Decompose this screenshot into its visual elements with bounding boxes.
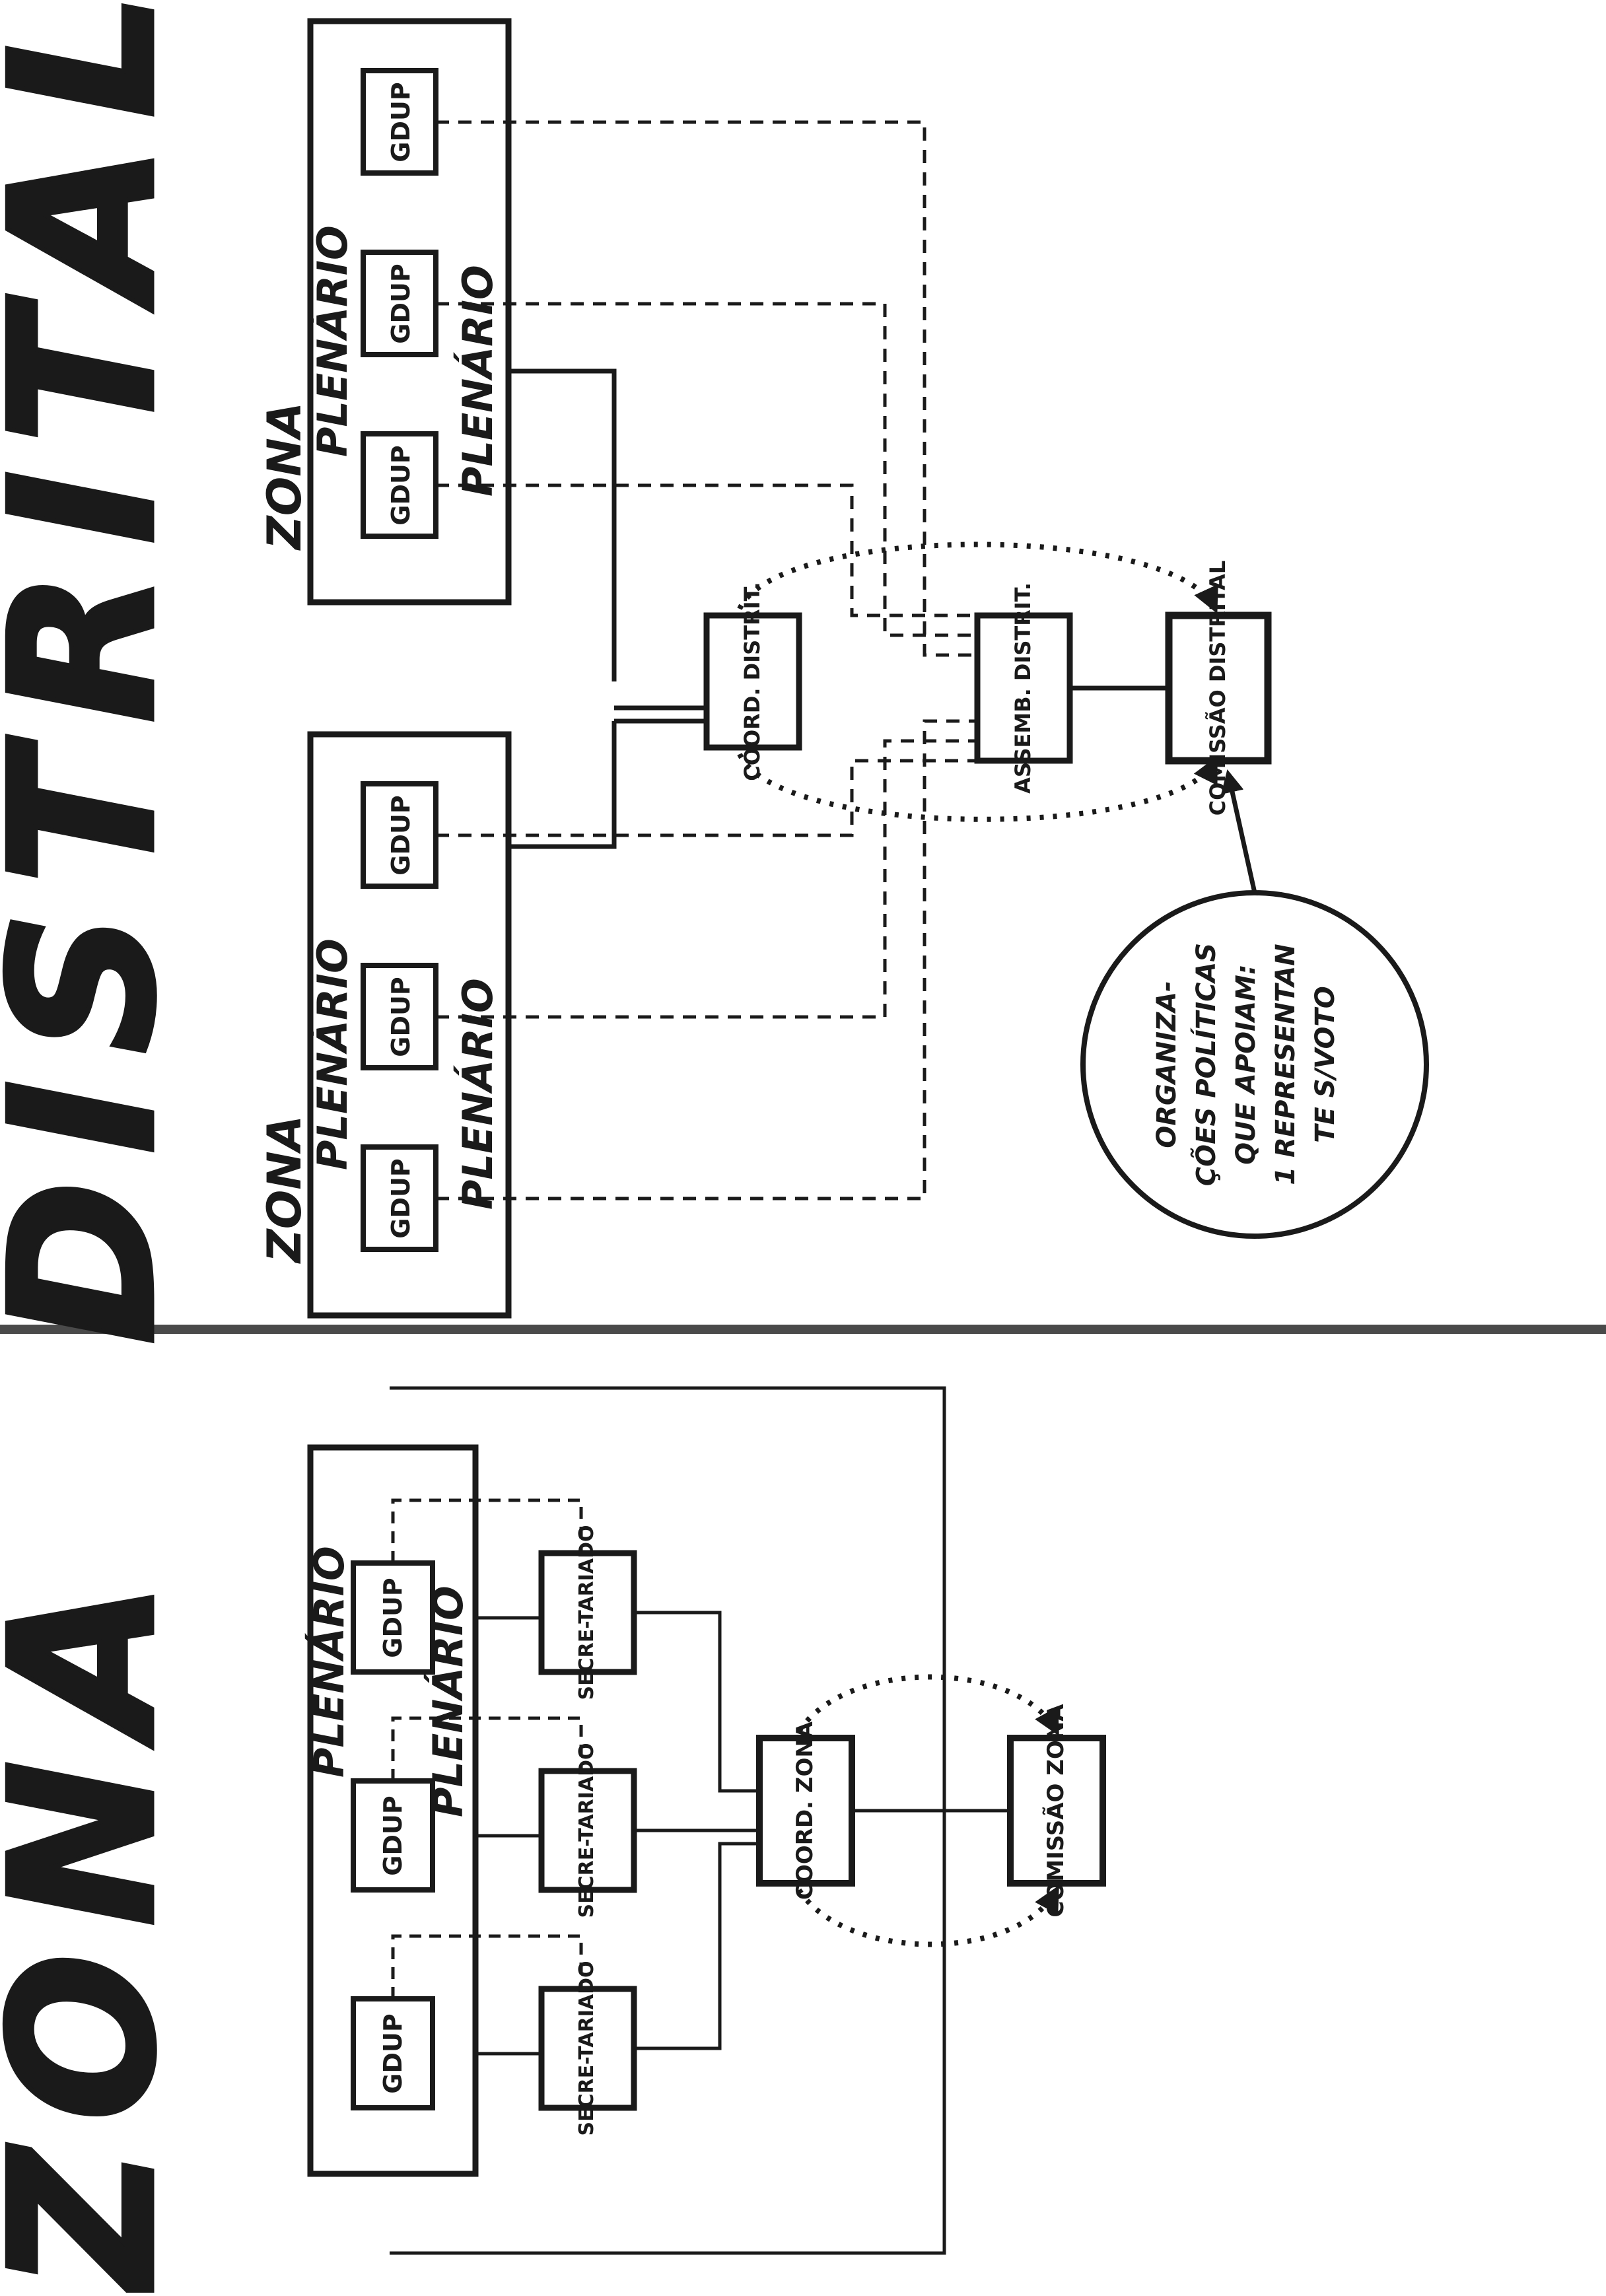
distrital-zona-left-box <box>307 731 512 1319</box>
distrital-dashed-gdup-left-3 <box>436 759 977 837</box>
distrital-zona-right-box <box>307 18 512 606</box>
distrital-zona-right-gdup-3-label: GDUP <box>386 82 415 162</box>
distrital-dotted-loop-right <box>737 541 1218 614</box>
distrital-zona-right-label: ZONA <box>258 402 312 551</box>
distrital-link-left-plenario <box>508 721 617 849</box>
zona-secretariado-2-label: SECRE-TARIADO <box>575 1743 598 1918</box>
zona-dotted-loop-left <box>796 1885 1059 1947</box>
distrital-assemb-label: ASSEMB. DISTRIT. <box>1010 582 1035 794</box>
distrital-zona-left-plenario-bottom: PLENÁRIO <box>454 978 502 1210</box>
zona-dashed-3 <box>391 1498 583 1563</box>
zona-comissao-label: COMISSÃO ZONA <box>1042 1704 1069 1918</box>
zona-dashed-2 <box>391 1716 583 1781</box>
distrital-dashed-gdup-right-2 <box>436 302 977 637</box>
distrital-dotted-loop-left <box>737 753 1218 822</box>
distrital-zona-left-label: ZONA <box>258 1115 312 1264</box>
circle-to-comissao-arrow <box>1220 769 1257 893</box>
distrital-zona-left-gdup-1-label: GDUP <box>386 1158 415 1238</box>
circle-note-line-4: 1 REPRESENTAN <box>1271 944 1301 1185</box>
circle-note-line-5: TE S/VOTO <box>1310 986 1341 1143</box>
zona-section: ZONA PLENÁRIO PLENÁRIO GDUP GDUP GDUP SE… <box>0 1386 1106 2296</box>
distrital-coord-label: COORD. DISTRIT. <box>740 582 765 781</box>
zona-coord-label: COORD. ZONA <box>792 1721 818 1900</box>
distrital-zona-right-gdup-2-label: GDUP <box>386 263 415 343</box>
zona-title: ZONA <box>0 1554 199 2293</box>
distrital-zona-left-plenario-top: PLENÁRIO <box>308 938 357 1170</box>
zona-outer-frame <box>390 1386 946 2255</box>
distrital-zona-left-gdup-2-label: GDUP <box>386 977 415 1057</box>
zona-gdup-1-label: GDUP <box>378 2013 407 2093</box>
zona-dotted-loop-right <box>796 1674 1059 1737</box>
zona-link-sec1-coord <box>634 1842 759 2050</box>
circle-note-line-2: ÇÕES POLÍTICAS <box>1190 943 1222 1186</box>
zona-gdup-2-label: GDUP <box>378 1795 407 1875</box>
distrital-coord-box <box>703 612 802 751</box>
distrital-zona-left-gdup-3-label: GDUP <box>386 795 415 875</box>
distrital-comissao-label: COMISSÃO DISTRITAL <box>1205 561 1230 816</box>
distrital-dashed-gdup-left-2 <box>436 739 977 1019</box>
distrital-dashed-gdup-right-3 <box>436 120 977 657</box>
distrital-dashed-gdup-right-1 <box>436 483 977 617</box>
zona-plenario-box <box>307 1444 479 2177</box>
zona-secretariado-3-label: SECRE-TARIADO <box>575 1525 598 1700</box>
distrital-link-right-plenario <box>508 368 617 681</box>
distrital-dashed-gdup-left-1 <box>436 719 977 1200</box>
zona-gdup-3-label: GDUP <box>378 1578 407 1657</box>
circle-note-line-3: QUE APOIAM: <box>1231 964 1261 1165</box>
zona-dashed-1 <box>391 1934 583 1999</box>
circle-note-line-1: ORGANIZA- <box>1152 981 1182 1148</box>
page-divider <box>0 1325 1606 1334</box>
zona-plenario-top: PLENÁRIO <box>305 1546 353 1778</box>
distrital-zona-right-gdup-1-label: GDUP <box>386 445 415 525</box>
distrital-title: DISTRITAL <box>0 0 199 1344</box>
zona-secretariado-1-label: SECRE-TARIADO <box>575 1961 598 2136</box>
distrital-section: DISTRITAL ZONA PLENÁRIO PLENÁRIO GDUP GD… <box>0 0 1429 1347</box>
distrital-zona-right-plenario-top: PLENÁRIO <box>308 225 357 457</box>
distrital-zona-right-plenario-bottom: PLENÁRIO <box>454 265 502 497</box>
zona-link-sec3-coord <box>634 1611 759 1793</box>
